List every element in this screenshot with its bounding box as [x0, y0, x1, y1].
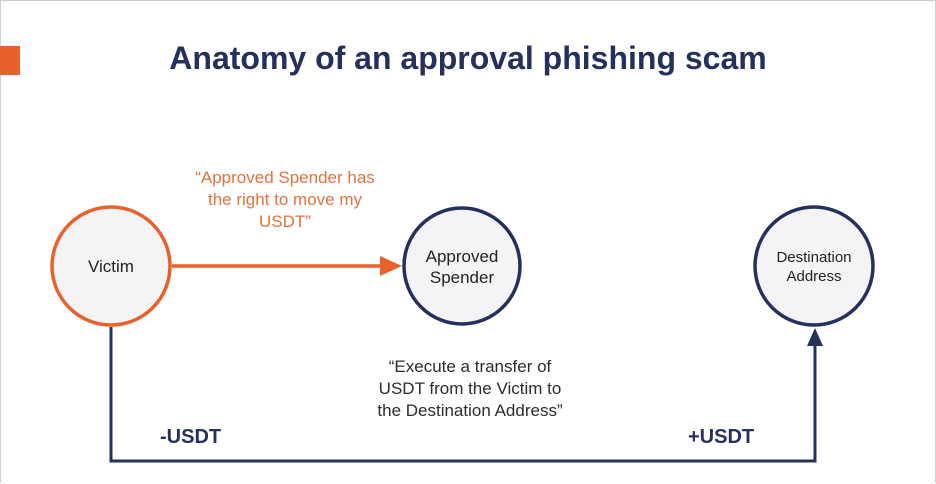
arrowhead-up-icon — [807, 328, 823, 346]
transfer-quote: “Execute a transfer of USDT from the Vic… — [330, 356, 610, 422]
destination-label-line: Destination — [776, 249, 852, 266]
debit-amount: -USDT — [160, 426, 222, 448]
destination-label: Destination Address — [755, 248, 873, 286]
victim-node — [50, 205, 172, 327]
quote-line: “Approved Spender has — [195, 168, 375, 187]
spender-label: Approved Spender — [404, 246, 520, 288]
spender-label-line: Spender — [429, 268, 495, 287]
spender-label-line: Approved — [425, 247, 499, 266]
destination-node — [753, 205, 875, 327]
page-title: Anatomy of an approval phishing scam — [169, 40, 767, 76]
quote-line: “Execute a transfer of — [388, 357, 552, 376]
destination-label-line: Address — [786, 268, 842, 285]
quote-line: the Destination Address” — [377, 401, 563, 420]
accent-bar — [0, 46, 20, 75]
credit-amount: +USDT — [688, 426, 755, 448]
approval-quote: “Approved Spender has the right to move … — [170, 167, 400, 233]
quote-line: the right to move my — [207, 190, 362, 209]
quote-line: USDT” — [259, 212, 311, 231]
transfer-path — [109, 327, 817, 463]
quote-line: USDT from the Victim to — [378, 379, 562, 398]
victim-label: Victim — [88, 257, 134, 276]
spender-node — [402, 206, 522, 326]
arrowhead-right-icon — [380, 256, 402, 276]
